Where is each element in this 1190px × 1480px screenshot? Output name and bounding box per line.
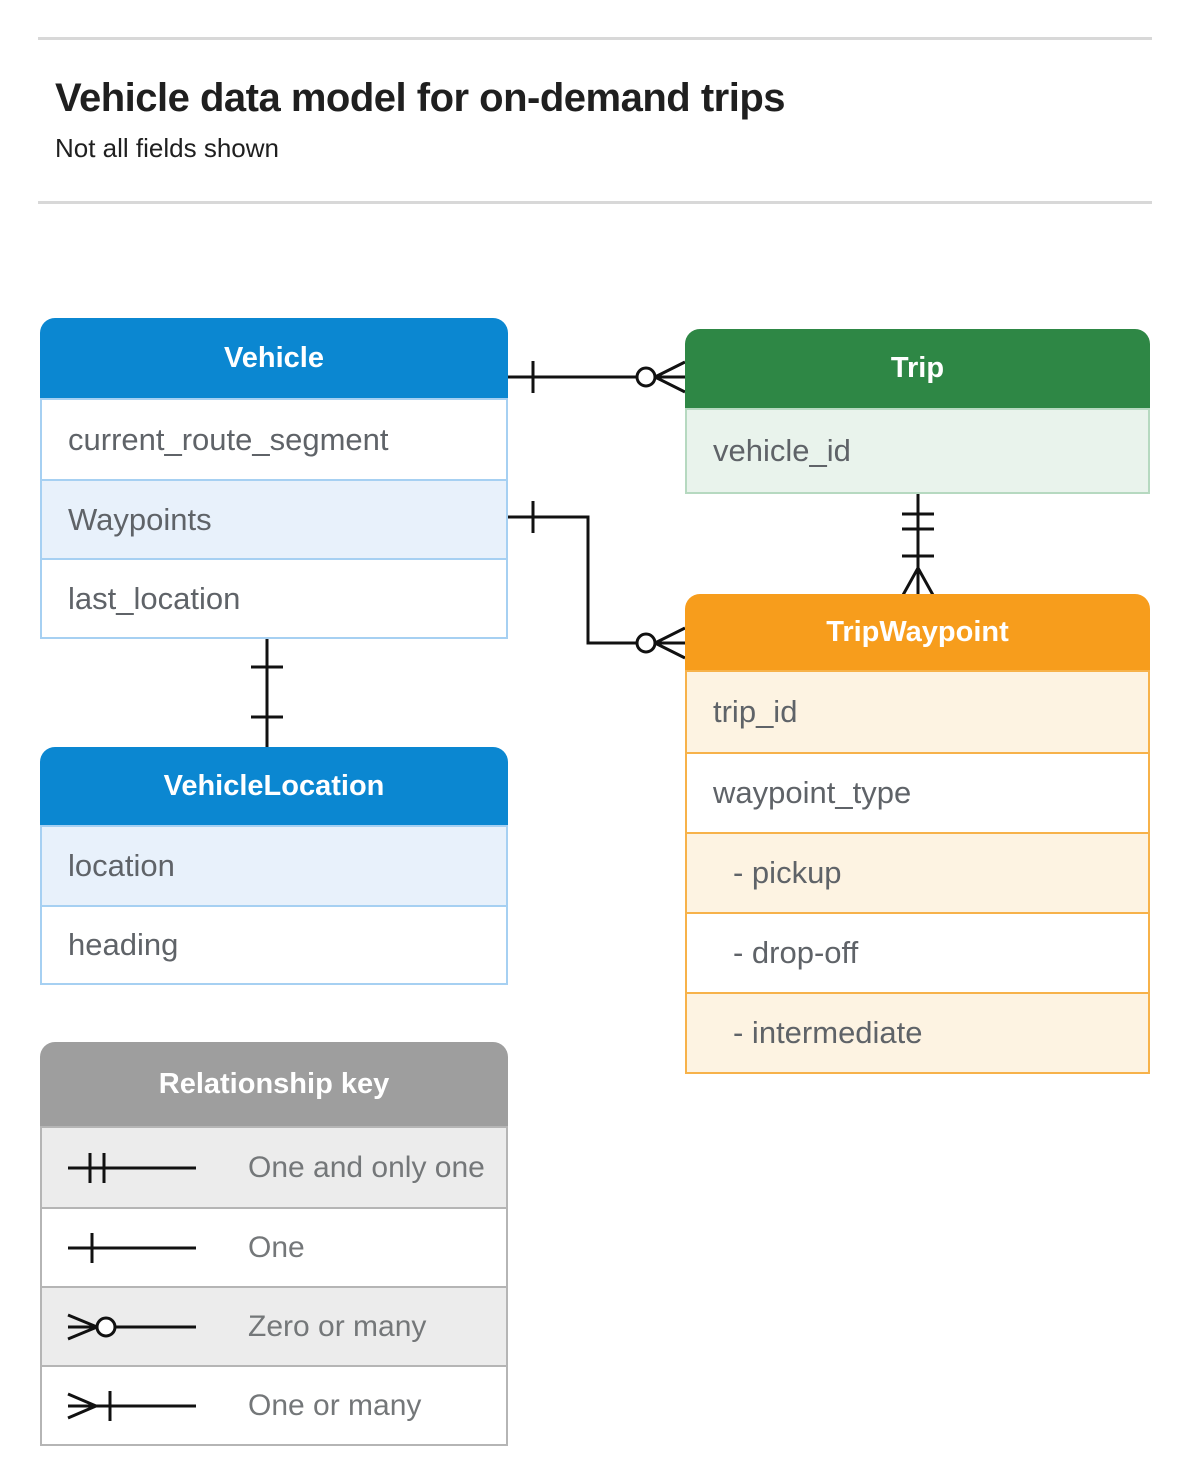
entity-tripwaypoint-header: TripWaypoint <box>685 594 1150 670</box>
field-heading: heading <box>42 905 506 983</box>
entity-vehicle: Vehicle current_route_segment Waypoints … <box>40 318 508 639</box>
entity-trip-header: Trip <box>685 329 1150 408</box>
field-label: - drop-off <box>733 935 859 970</box>
legend-label: One and only one <box>248 1150 485 1184</box>
field-last-location: last_location <box>42 558 506 637</box>
field-trip-id: trip_id <box>687 672 1148 752</box>
one-or-many-icon <box>67 1390 196 1421</box>
entity-trip: Trip vehicle_id <box>685 329 1150 494</box>
field-intermediate: - intermediate <box>687 992 1148 1072</box>
one-and-only-one-icon <box>68 1152 196 1183</box>
relationship-key: Relationship key One and only one One <box>40 1042 508 1446</box>
entity-vehiclelocation-title: VehicleLocation <box>163 769 385 802</box>
top-divider <box>38 37 1152 40</box>
entity-vehicle-title: Vehicle <box>224 341 324 374</box>
field-pickup: - pickup <box>687 832 1148 912</box>
connector-waypoints-tripwaypoint <box>508 501 686 660</box>
connector-vehicle-vehiclelocation <box>251 636 283 747</box>
field-current-route-segment: current_route_segment <box>42 400 506 479</box>
connector-vehicle-trip <box>508 360 686 394</box>
entity-vehicle-header: Vehicle <box>40 318 508 398</box>
entity-trip-title: Trip <box>890 352 945 384</box>
header-divider <box>38 201 1152 204</box>
field-waypoints: Waypoints <box>42 479 506 558</box>
field-vehicle-id: vehicle_id <box>687 410 1148 492</box>
field-label: Waypoints <box>68 501 212 537</box>
relationship-key-header: Relationship key <box>40 1042 508 1126</box>
field-drop-off: - drop-off <box>687 912 1148 992</box>
page-subtitle: Not all fields shown <box>55 133 279 163</box>
legend-label: One or many <box>248 1388 422 1422</box>
one-icon <box>68 1232 196 1263</box>
field-label: last_location <box>68 580 241 616</box>
entity-vehiclelocation-header: VehicleLocation <box>40 747 508 825</box>
field-waypoint-type: waypoint_type <box>687 752 1148 832</box>
field-label: heading <box>68 927 179 962</box>
field-label: waypoint_type <box>713 775 912 810</box>
entity-tripwaypoint-title: TripWaypoint <box>826 615 1009 648</box>
entity-vehiclelocation: VehicleLocation location heading <box>40 747 508 985</box>
field-label: current_route_segment <box>68 421 389 457</box>
zero-or-many-icon <box>67 1313 196 1340</box>
field-location: location <box>42 827 506 905</box>
field-label: - pickup <box>733 855 842 890</box>
legend-row-one-and-only-one: One and only one <box>42 1128 506 1207</box>
page-title: Vehicle data model for on-demand trips <box>55 76 786 120</box>
field-label: location <box>68 848 175 883</box>
legend-label: One <box>248 1230 305 1264</box>
legend-row-one-or-many: One or many <box>42 1365 506 1444</box>
field-label: vehicle_id <box>713 433 851 468</box>
field-label: trip_id <box>713 694 798 729</box>
legend-row-one: One <box>42 1207 506 1286</box>
relationship-key-title: Relationship key <box>158 1067 390 1100</box>
entity-tripwaypoint: TripWaypoint trip_id waypoint_type - pic… <box>685 594 1150 1074</box>
legend-label: Zero or many <box>248 1309 427 1343</box>
legend-row-zero-or-many: Zero or many <box>42 1286 506 1365</box>
connector-trip-tripwaypoint <box>901 491 935 596</box>
field-label: - intermediate <box>733 1015 923 1050</box>
